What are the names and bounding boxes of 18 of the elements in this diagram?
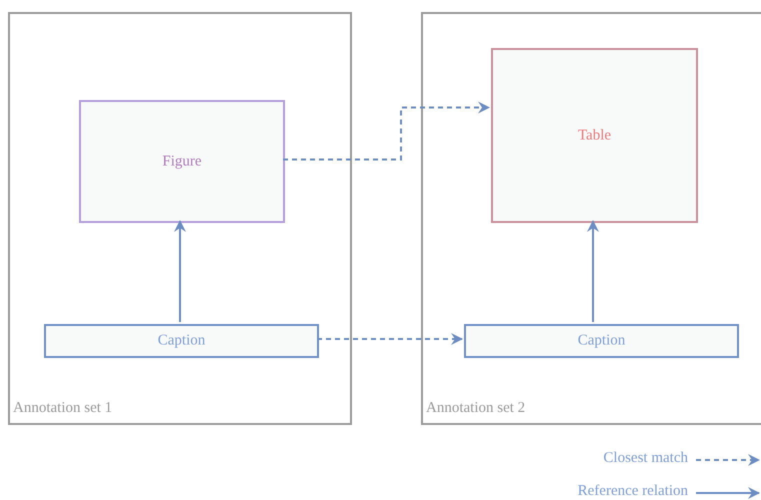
box-label: Figure <box>161 153 203 170</box>
panel-title: Annotation set 1 <box>13 400 112 417</box>
dashed-arrow <box>283 102 490 160</box>
arrow <box>587 220 599 322</box>
arrow <box>174 220 186 322</box>
box-label: Table <box>576 127 612 144</box>
caption-box <box>44 324 319 358</box>
caption-box <box>464 324 739 358</box>
legend-label: Closest match <box>603 450 688 467</box>
legend-label: Reference relation <box>578 483 688 500</box>
table-box <box>491 48 698 223</box>
panel-title: Annotation set 2 <box>426 400 526 417</box>
box-label: Caption <box>156 332 206 350</box>
annotation-set-panel <box>421 12 761 425</box>
box-label: Caption <box>576 332 626 350</box>
dashed-arrow <box>317 333 463 345</box>
figure-box <box>79 100 285 223</box>
annotation-set-panel <box>8 12 352 425</box>
